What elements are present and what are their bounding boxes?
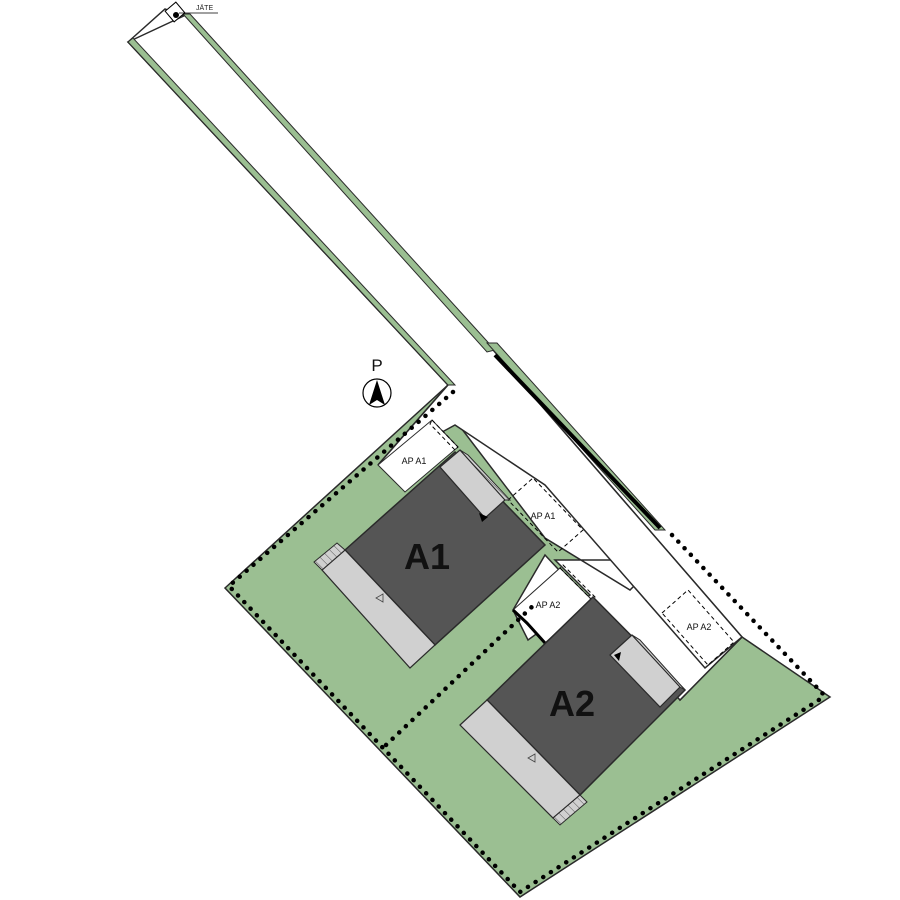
hedge-east: [669, 532, 828, 699]
hedge-divider: [383, 600, 539, 748]
dot-icon: [173, 12, 179, 18]
building-a2-balcony-steps: [631, 634, 686, 691]
road-edge-east: [181, 13, 496, 353]
parking-space-a1-side: [507, 477, 584, 553]
building-a1-entrance-icon: [479, 513, 488, 522]
parking-label-a2-side: AP A2: [687, 622, 712, 632]
parking-label-a1-front: AP A1: [402, 456, 427, 466]
building-a2: A2: [459, 595, 687, 826]
waste-point: JÄTE: [164, 1, 218, 23]
parking-space-a2-side: [661, 589, 735, 666]
road-edge-west: [127, 37, 457, 386]
building-a2-label: A2: [549, 683, 595, 724]
building-a2-terrace-steps: [552, 794, 588, 826]
waste-label: JÄTE: [196, 4, 213, 12]
building-a1-label: A1: [404, 536, 450, 577]
building-a1: A1: [313, 449, 547, 669]
building-a2-entrance-icon: [614, 652, 621, 661]
building-a1-balcony-steps: [459, 449, 512, 501]
hedge-boundary: [225, 389, 828, 895]
building-a2-terrace-triangle-icon: [527, 753, 536, 763]
north-arrow: P: [362, 356, 392, 408]
building-a1-terrace-steps: [313, 542, 346, 571]
retaining-wall: [493, 353, 662, 530]
building-a1-terrace-triangle-icon: [375, 593, 384, 603]
parking-label-a2-front: AP A2: [536, 600, 561, 610]
north-label: P: [371, 356, 382, 375]
parking-space-a2-front: [559, 564, 596, 601]
parking-label-a1-side: AP A1: [531, 511, 556, 521]
north-arrow-icon: [369, 380, 385, 405]
wall-a2: [511, 608, 547, 645]
road-edge-east-lower: [485, 342, 667, 531]
waste-box: [164, 1, 186, 23]
parking-space-a1-front: [429, 419, 459, 451]
